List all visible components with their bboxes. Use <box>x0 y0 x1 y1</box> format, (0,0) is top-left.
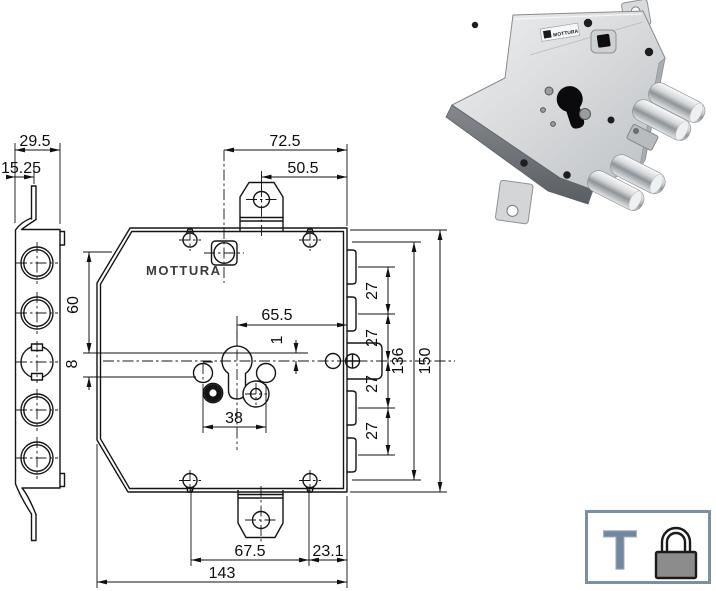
photo-detail-holes <box>540 86 591 127</box>
deadbolt-cylinders <box>587 82 706 211</box>
dim-label-27-3: 27 <box>364 375 381 393</box>
dim-label-spindle-edge: 72.5 <box>269 133 300 150</box>
dim-label-cyl-edge: 65.5 <box>261 307 292 324</box>
brand-label: MOTTURA <box>146 263 222 278</box>
main-centerlines <box>103 150 455 450</box>
photo-brand-sticker: MOTTURA <box>539 22 581 42</box>
dim-label-8: 8 <box>64 359 81 368</box>
key-profile-letter: T <box>603 518 637 581</box>
photo-side-face <box>445 104 594 205</box>
body-outline <box>96 227 348 493</box>
edge-screw-holes <box>179 228 321 493</box>
dim-label-150: 150 <box>417 348 434 375</box>
badge-graphic: T <box>602 518 698 581</box>
dim-label-38: 38 <box>225 410 243 427</box>
dim-label-side-pin: 15.25 <box>1 160 41 177</box>
dim-label-136: 136 <box>390 348 407 375</box>
handle-hole-right <box>255 362 277 384</box>
main-view-lock-body <box>96 150 455 543</box>
photo-keyhole <box>556 86 585 129</box>
top-mounting-tab <box>239 181 284 236</box>
fixing-bush <box>202 382 224 404</box>
dim-label-27-1: 27 <box>364 282 381 300</box>
dim-label-tab-edge: 50.5 <box>287 160 318 177</box>
dim-label-27-2: 27 <box>364 329 381 347</box>
dim-label-67-5: 67.5 <box>234 543 265 560</box>
side-view-faceplate <box>14 185 66 542</box>
dim-label-27-4: 27 <box>364 422 381 440</box>
photo-latch-screw <box>633 128 639 134</box>
dim-label-side-width: 29.5 <box>19 133 50 150</box>
dim-label-23-1: 23.1 <box>312 543 343 560</box>
bottom-mounting-tab <box>237 486 284 543</box>
key-type-badge: T <box>585 510 711 584</box>
photo-brand-label: MOTTURA <box>553 29 579 39</box>
padlock-icon <box>654 526 698 580</box>
product-photo: MOTTURA <box>445 0 706 225</box>
bolt-guide-slots <box>346 249 357 473</box>
photo-spindle-hole <box>590 29 617 54</box>
photo-bottom-tab <box>494 179 534 225</box>
dim-label-60: 60 <box>65 296 82 314</box>
photo-screws <box>471 18 654 179</box>
dim-label-143: 143 <box>209 565 236 582</box>
dimension-annotations: 29.5 15.25 72.5 50.5 60 8 65.5 1 38 27 2… <box>1 133 447 588</box>
dim-label-1: 1 <box>269 335 286 344</box>
side-view-centerlines <box>16 242 58 479</box>
